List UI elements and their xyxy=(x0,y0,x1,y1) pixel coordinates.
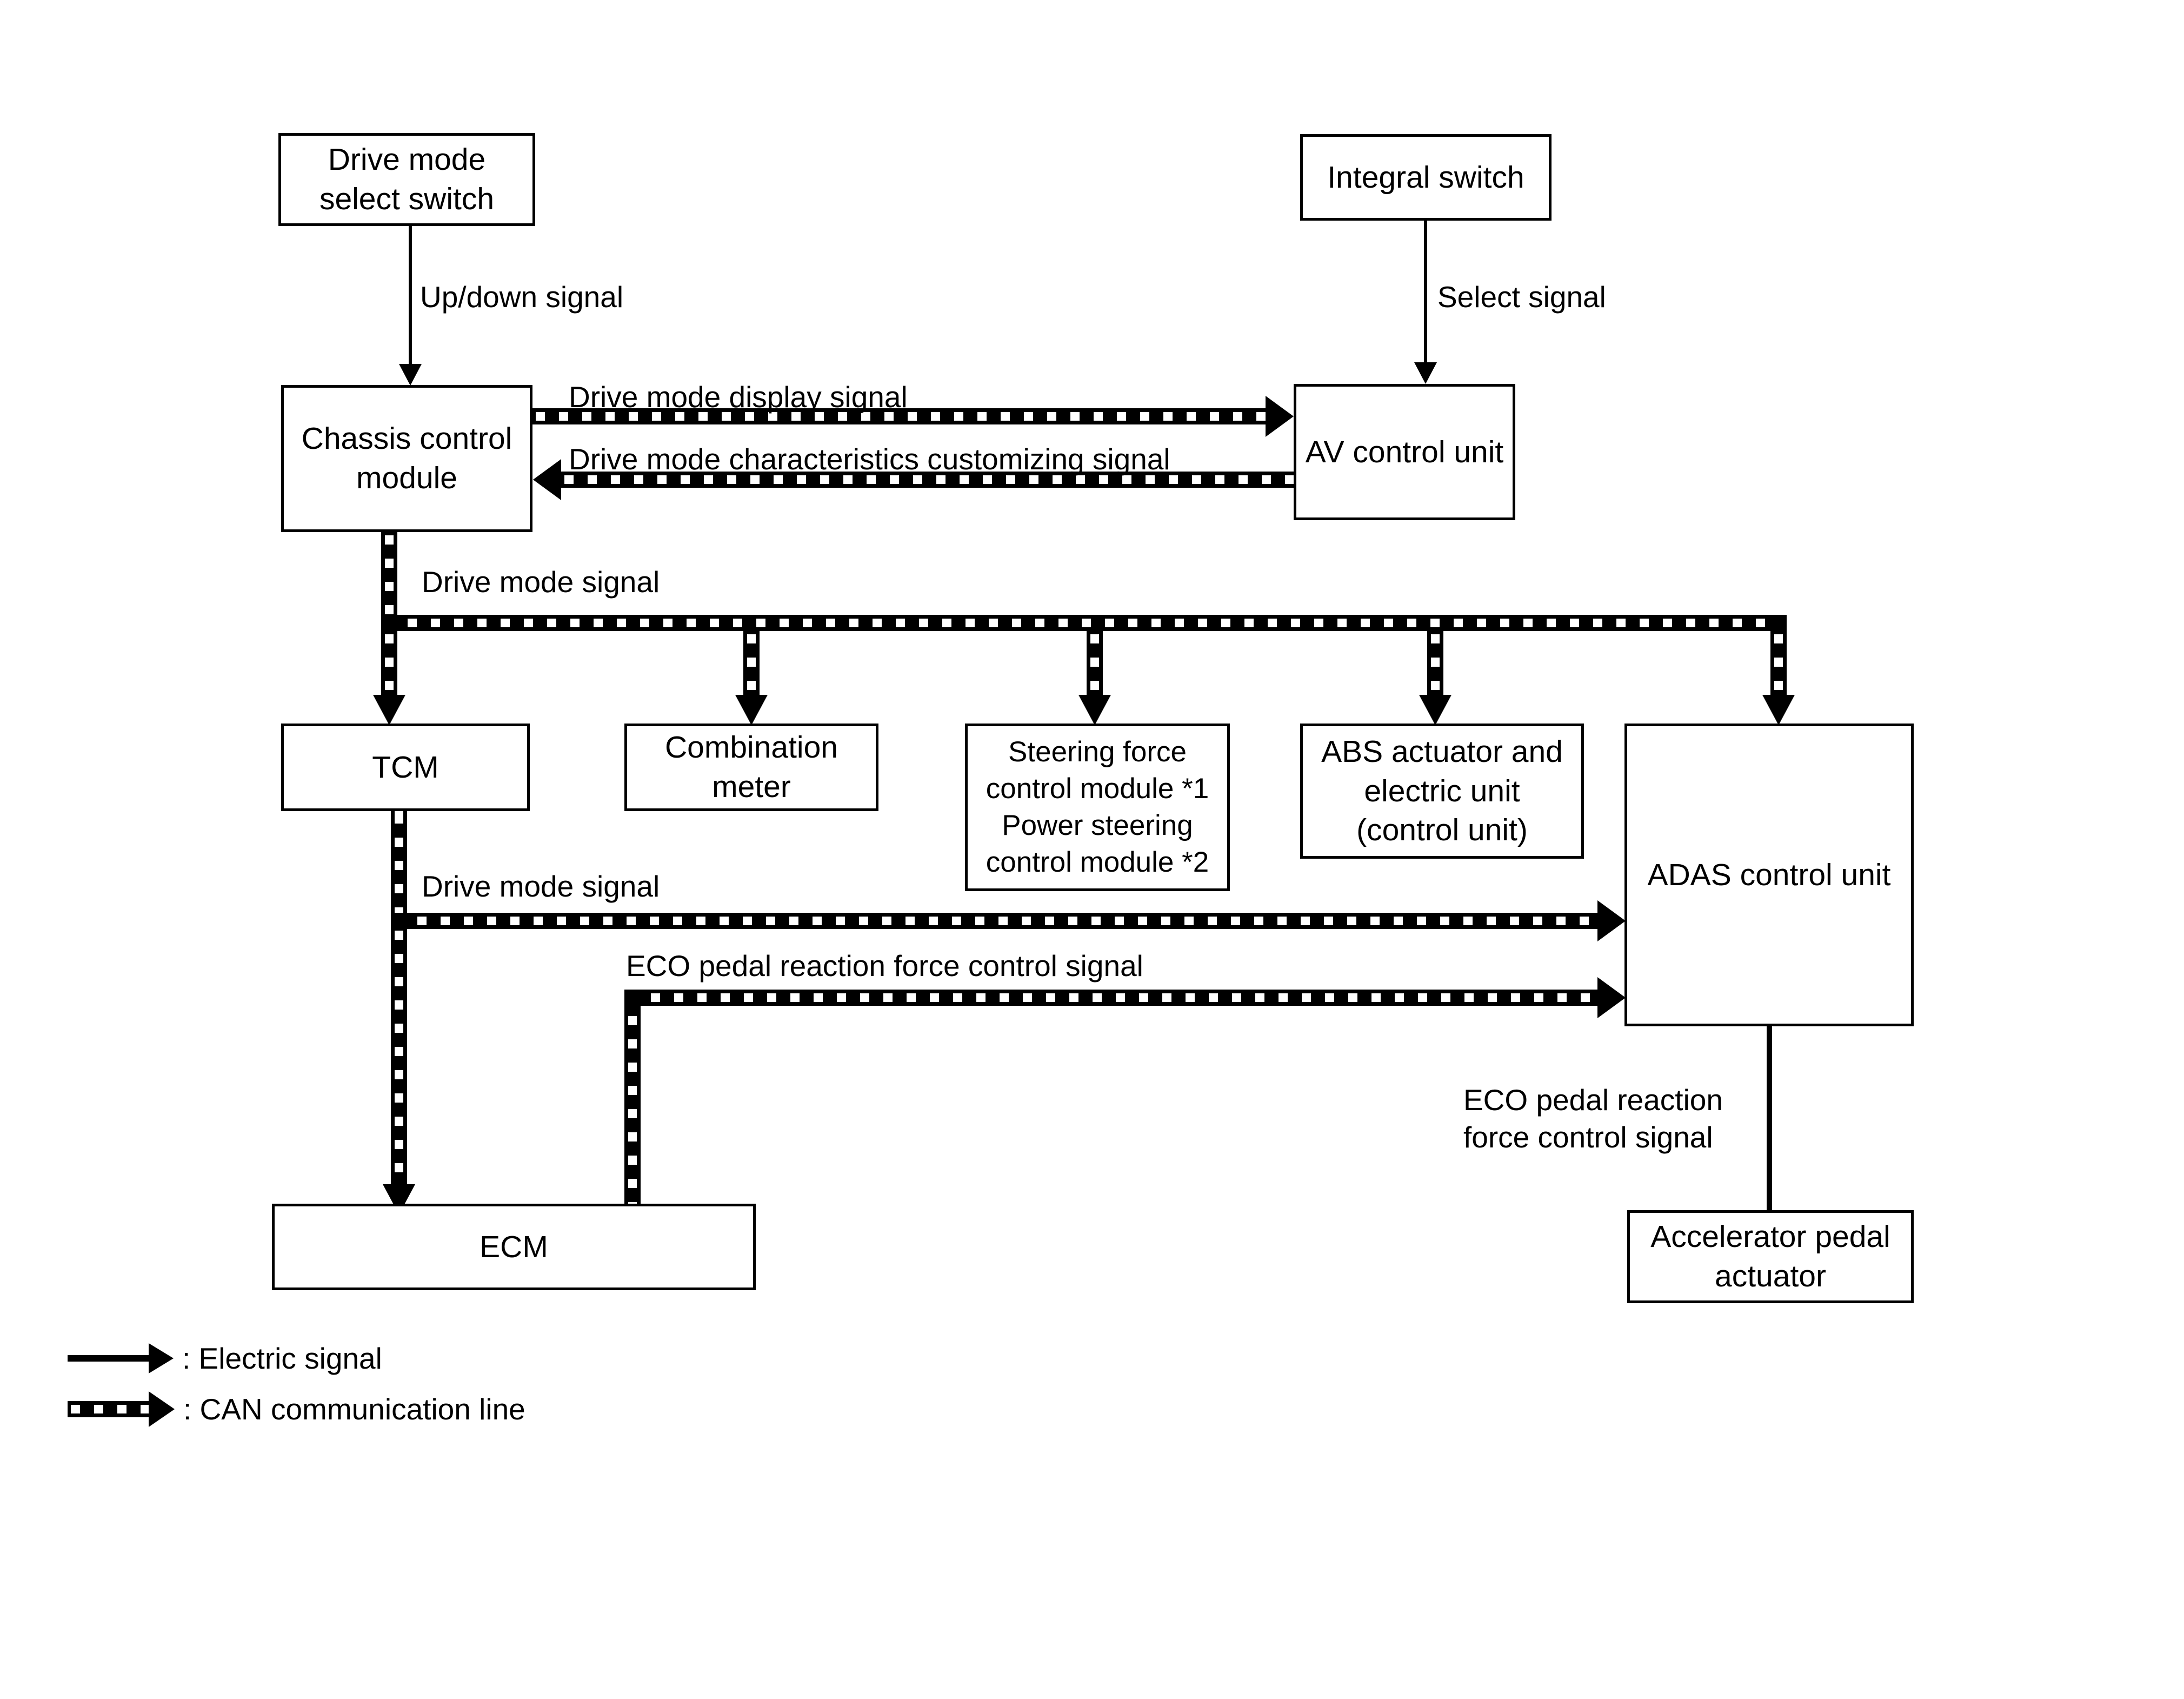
label-drive-mode-signal-bus: Drive mode signal xyxy=(422,565,660,599)
can-branch-tcm xyxy=(381,631,397,697)
label-select-signal: Select signal xyxy=(1437,280,1606,314)
label-drive-mode-characteristics-signal: Drive mode characteristics customizing s… xyxy=(569,442,1170,476)
box-accelerator-pedal-actuator[interactable]: Accelerator pedal actuator xyxy=(1627,1210,1914,1303)
can-branch-abs-actuator xyxy=(1427,631,1443,697)
line-select-signal xyxy=(1424,221,1427,362)
can-line-eco-pedal-down-to-ecm xyxy=(624,990,641,1206)
can-branch-adas xyxy=(1770,631,1787,697)
can-line-drive-mode-display-signal xyxy=(532,408,1268,424)
can-joint-bus-right xyxy=(1770,615,1787,631)
electric-signal-line-icon xyxy=(68,1355,149,1362)
can-branch-steering-module xyxy=(1087,631,1103,697)
box-abs-actuator-electric-unit[interactable]: ABS actuator and electric unit (control … xyxy=(1300,724,1584,859)
arrowhead-drive-mode-characteristics-signal xyxy=(533,459,561,500)
can-bus-drive-mode-signal xyxy=(381,615,1787,631)
can-line-drive-mode-signal-adas xyxy=(391,913,1602,929)
label-eco-pedal-signal-bus: ECO pedal reaction force control signal xyxy=(626,949,1143,983)
can-branch-combination-meter xyxy=(743,631,760,697)
can-line-eco-pedal-signal-bus xyxy=(624,990,1602,1006)
can-line-arrowhead-icon xyxy=(149,1391,175,1427)
arrowhead-drive-mode-display-signal xyxy=(1266,396,1294,437)
arrowhead-branch-tcm xyxy=(373,695,405,725)
legend-row-can-line: : CAN communication line xyxy=(68,1391,525,1427)
can-line-icon xyxy=(68,1401,149,1417)
arrowhead-drive-mode-signal-adas xyxy=(1597,900,1626,941)
line-eco-pedal-to-actuator xyxy=(1767,1026,1772,1210)
legend-row-electric-signal: : Electric signal xyxy=(68,1341,382,1376)
can-line-tcm-to-ecm xyxy=(391,811,407,1192)
box-integral-switch[interactable]: Integral switch xyxy=(1300,134,1552,221)
can-joint-bus-left xyxy=(381,615,397,631)
electric-signal-arrowhead-icon xyxy=(149,1343,174,1373)
legend-label-electric-signal: : Electric signal xyxy=(182,1342,382,1375)
box-steering-power-control-module[interactable]: Steering force control module *1 Power s… xyxy=(965,724,1230,891)
label-up-down-signal: Up/down signal xyxy=(420,280,624,314)
can-joint-drive-mode-adas xyxy=(391,913,407,929)
arrowhead-up-down-signal xyxy=(399,364,422,386)
label-eco-pedal-actuator-signal: ECO pedal reaction force control signal xyxy=(1463,1083,1723,1154)
arrowhead-select-signal xyxy=(1414,362,1437,384)
label-drive-mode-display-signal: Drive mode display signal xyxy=(569,380,908,414)
box-tcm[interactable]: TCM xyxy=(281,724,530,811)
arrowhead-branch-steering-module xyxy=(1078,695,1111,725)
box-ecm[interactable]: ECM xyxy=(272,1204,756,1290)
arrowhead-branch-adas xyxy=(1762,695,1795,725)
label-drive-mode-signal-adas: Drive mode signal xyxy=(422,870,660,903)
box-av-control-unit[interactable]: AV control unit xyxy=(1294,384,1515,520)
arrowhead-branch-abs-actuator xyxy=(1419,695,1451,725)
arrowhead-eco-pedal-signal-bus xyxy=(1597,977,1626,1018)
legend-label-can-line: : CAN communication line xyxy=(183,1392,525,1426)
arrowhead-branch-combination-meter xyxy=(735,695,768,725)
line-up-down-signal xyxy=(409,226,412,364)
box-chassis-control-module[interactable]: Chassis control module xyxy=(281,385,532,532)
box-drive-mode-select-switch[interactable]: Drive mode select switch xyxy=(278,133,535,226)
can-line-chassis-to-bus xyxy=(381,532,397,616)
box-combination-meter[interactable]: Combination meter xyxy=(624,724,878,811)
box-adas-control-unit[interactable]: ADAS control unit xyxy=(1624,724,1914,1026)
can-line-drive-mode-characteristics-signal xyxy=(561,472,1295,488)
can-joint-eco-pedal-corner xyxy=(624,990,641,1006)
